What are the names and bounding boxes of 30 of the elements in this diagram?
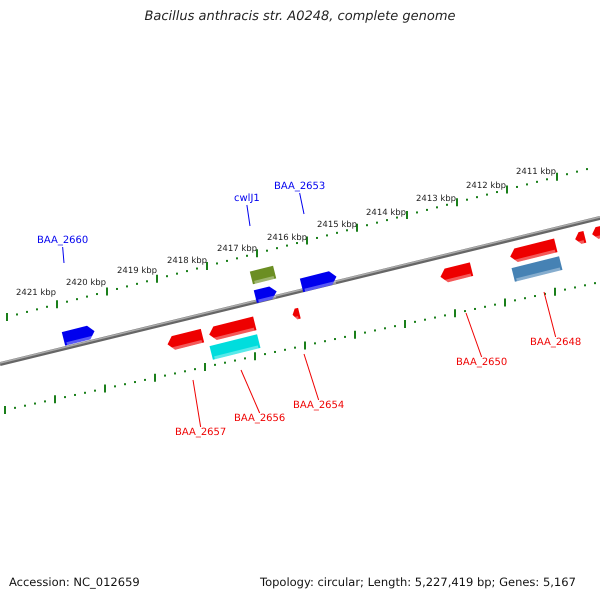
scale-label: 2412 kbp <box>466 180 506 192</box>
gene-label: cwlJ1 <box>234 193 260 205</box>
leader-line <box>192 380 202 428</box>
leader-line <box>246 204 250 226</box>
scale-label: 2421 kbp <box>16 287 56 299</box>
gene-label: BAA_2656 <box>234 413 286 425</box>
scale-label: 2413 kbp <box>416 193 456 205</box>
leader-line <box>304 354 320 400</box>
scale-label: 2420 kbp <box>66 277 106 289</box>
scale-label: 2418 kbp <box>167 255 208 267</box>
leader-line <box>544 292 556 338</box>
scale-label: 2419 kbp <box>117 265 158 277</box>
footer-text: Accession: NC_012659 <box>9 576 140 588</box>
title: Bacillus anthracis str. A0248, complete genome <box>144 11 456 23</box>
leader-line <box>466 312 482 358</box>
gene-label: BAA_2654 <box>293 400 344 412</box>
footer-text: Topology: circular; Length: 5,227,419 bp; Genes: 5,167 <box>260 576 576 588</box>
scale-label: 2411 kbp <box>516 166 556 178</box>
gene-label: BAA_2648 <box>530 337 582 349</box>
scale-label: 2415 kbp <box>317 219 358 231</box>
leader-line <box>299 192 304 214</box>
leader-line <box>62 246 64 264</box>
gene-label: BAA_2657 <box>175 427 226 439</box>
gene-label: BAA_2653 <box>274 181 326 193</box>
scale-label: 2414 kbp <box>366 207 406 219</box>
gene-label: BAA_2650 <box>456 357 508 369</box>
gene-label: BAA_2660 <box>37 235 88 247</box>
scale-label: 2416 kbp <box>267 232 308 244</box>
scale-label: 2417 kbp <box>217 243 258 255</box>
leader-line <box>240 370 260 414</box>
